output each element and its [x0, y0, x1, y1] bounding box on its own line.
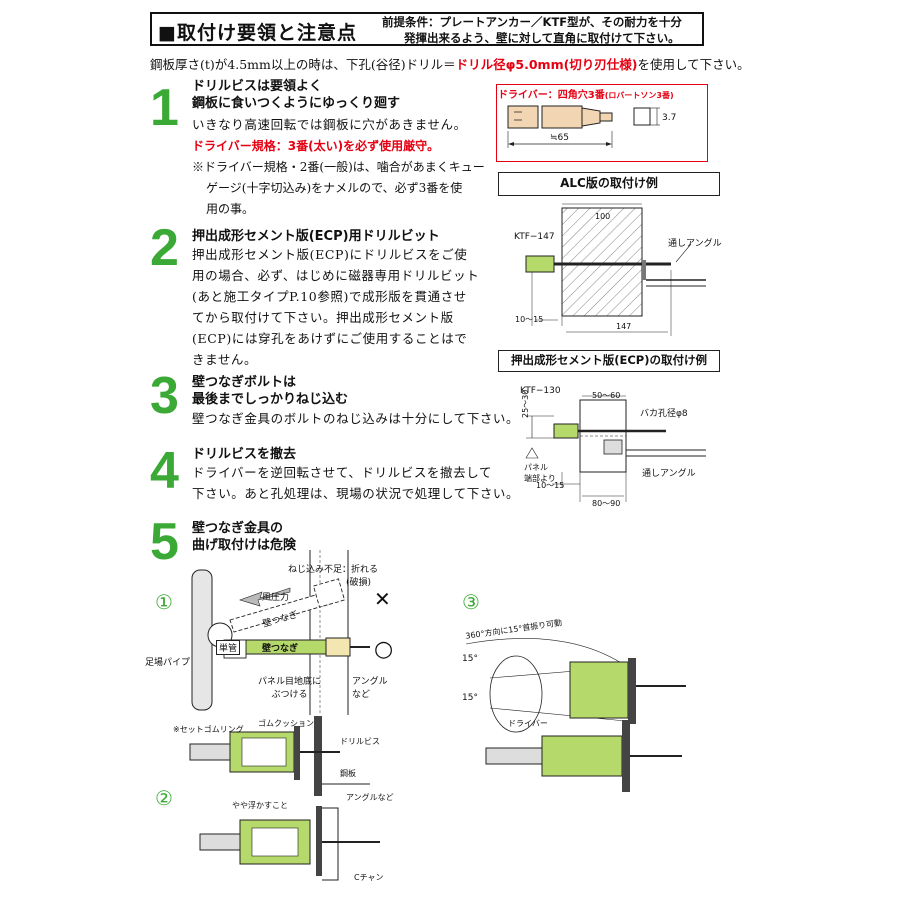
alc-angle-label: 通しアングル: [668, 239, 722, 249]
figure-1-kabetsunagi-label: 壁つなぎ: [262, 644, 299, 654]
figure-1-good-mark: ○: [374, 637, 393, 662]
figure-2-cushion-label: ゴムクッション: [258, 719, 314, 728]
step-1-heading-line-2: 鋼板に食いつくようにゆっくり廻す: [192, 96, 401, 111]
step-5-number: 5: [150, 513, 179, 571]
step-3-heading: 壁つなぎボルトは 最後までしっかりねじ込む: [192, 374, 348, 408]
step-3-heading-line-2: 最後までしっかりねじ込む: [192, 392, 349, 407]
figure-2-drillbis-label: ドリルビス: [340, 737, 380, 746]
premise-line-1: 前提条件：プレートアンカー／KTF型が、その耐力を十分: [382, 15, 682, 29]
figure-3-deg-top: 15°: [462, 654, 478, 664]
step-2-line-3: (あと施工タイプP.10参照)で成形版を貫通させ: [192, 289, 467, 304]
premise-line-2: 発揮出来るよう、壁に対して直角に取付けて下さい。: [404, 31, 680, 45]
intro-line: 鋼板厚さ(t)が4.5mm以上の時は、下孔(谷径)ドリル＝ドリル径φ5.0mm(…: [150, 54, 750, 73]
figure-1-insufficient-line-1: ねじ込み不足：折れる: [288, 565, 379, 575]
driver-spec-title: ドライバー：四角穴3番(ロバートソン3番): [498, 86, 674, 101]
step-2-heading: 押出成形セメント版(ECP)用ドリルビット: [192, 229, 440, 244]
step-4-heading: ドリルビスを撤去: [192, 447, 297, 462]
ecp-section-title: 押出成形セメント版(ECP)の取付け例: [498, 350, 720, 372]
alc-dim-100: 100: [595, 212, 611, 221]
step-2-line-1: 押出成形セメント版(ECP)にドリルビスをご使: [192, 247, 468, 262]
figure-1-number: ①: [155, 590, 173, 614]
driver-length-dim: ≒65: [550, 133, 570, 143]
step-3-body: 壁つなぎ金具のボルトのねじ込みは十分にして下さい。: [192, 411, 520, 426]
step-1-note-line-2: ゲージ(十字切込み)をナメルので、必ず3番を使: [206, 181, 463, 195]
intro-drill-spec: ドリル径φ5.0mm(切り刃仕様): [455, 57, 638, 72]
intro-text-after: を使用して下さい。: [637, 57, 750, 72]
step-4-line-2: 下さい。あと孔処理は、現場の状況で処理して下さい。: [192, 486, 520, 501]
header-box: [150, 12, 704, 46]
page-title: ■取付け要領と注意点: [158, 22, 357, 44]
figure-2-diagram: [189, 716, 380, 881]
ecp-dim-50-60: 50〜60: [592, 391, 621, 400]
step-5-heading-line-2: 曲げ取付けは危険: [192, 538, 297, 553]
step-1-note-line-1: ※ドライバー規格・2番(一般)は、噛合があまくキュー: [192, 160, 485, 174]
figure-1-insufficient-line-2: (破損): [346, 578, 372, 588]
alc-dim-147: 147: [616, 322, 632, 331]
step-2-number: 2: [150, 219, 179, 277]
figure-3-number: ③: [462, 590, 480, 614]
alc-section-title: ALC版の取付け例: [498, 172, 720, 196]
step-1-driver-spec: ドライバー規格：3番(太い)を必ず使用厳守。: [192, 139, 440, 153]
figure-3-deg-bottom: 15°: [462, 693, 478, 703]
step-5-heading: 壁つなぎ金具の 曲げ取付けは危険: [192, 520, 296, 554]
step-5-heading-line-1: 壁つなぎ金具の: [192, 521, 284, 536]
driver-spec-title-sub: (ロバートソン3番): [604, 91, 674, 100]
step-2-line-6: きません。: [192, 352, 258, 367]
ecp-installation-diagram: [525, 395, 706, 502]
intro-text-before: 鋼板厚さ(t)が4.5mm以上の時は、下孔(谷径)ドリル＝: [150, 57, 456, 72]
figure-1-panel-line-1: パネル目地底に: [258, 677, 322, 687]
step-1-number: 1: [150, 79, 179, 137]
premise-text: 前提条件：プレートアンカー／KTF型が、その耐力を十分 発揮出来るよう、壁に対し…: [382, 14, 682, 46]
figure-1-pipe-label: 足場パイプ: [145, 658, 191, 668]
step-4-line-1: ドライバーを逆回転させて、ドリルビスを撤去して: [192, 465, 493, 480]
figure-1-panel-label: パネル目地底に ぶつける: [258, 674, 321, 700]
figure-1-angle-label: アングル など: [352, 674, 388, 700]
step-1-heading-line-1: ドリルビスは要領よく: [192, 79, 323, 94]
ecp-angle-label: 通しアングル: [642, 469, 696, 479]
figure-3-diagram: [465, 638, 686, 792]
alc-ktf-label: KTF−147: [514, 232, 555, 242]
step-3-number: 3: [150, 367, 179, 425]
figure-2-float-label: やや浮かすこと: [232, 801, 288, 810]
figure-1-bad-mark: ✕: [374, 587, 391, 611]
ecp-panel-label: パネル 端部より: [524, 462, 556, 484]
figure-2-ring-label: ※セットゴムリング: [173, 725, 244, 734]
figure-1-panel-line-2: ぶつける: [271, 690, 308, 700]
step-2-body: 押出成形セメント版(ECP)にドリルビスをご使 用の場合、必ず、はじめに磁器専用…: [192, 244, 502, 370]
figure-2-angle-label: アングルなど: [346, 793, 394, 802]
step-2-line-5: (ECP)には穿孔をあけずにご使用することはで: [192, 331, 468, 346]
figure-1-wind-label: 風圧力: [262, 593, 290, 603]
alc-dim-10-15: 10〜15: [515, 315, 544, 324]
ecp-ktf-label: KTF−130: [520, 386, 561, 396]
figure-2-steel-label: 鋼板: [340, 769, 356, 778]
figure-3-driver-label: ドライバー: [508, 719, 548, 728]
step-4-body: ドライバーを逆回転させて、ドリルビスを撤去して 下さい。あと孔処理は、現場の状況…: [192, 462, 519, 504]
figure-2-channel-label: Cチャン: [354, 873, 384, 882]
step-1-heading: ドリルビスは要領よく 鋼板に食いつくようにゆっくり廻す: [192, 78, 400, 112]
step-1-note-line-3: 用の事。: [206, 202, 255, 216]
ecp-hole-label: バカ孔径φ8: [640, 409, 688, 419]
driver-spec-box: [496, 84, 708, 162]
driver-bit-drawing: [507, 105, 660, 148]
ecp-panel-line-2: 端部より: [524, 474, 556, 483]
step-1-body: いきなり高速回転では鋼板に穴があきません。 ドライバー規格：3番(太い)を必ず使…: [192, 114, 492, 220]
driver-spec-title-main: ドライバー：四角穴3番: [498, 90, 605, 101]
figure-1-tankan-label: 単管: [216, 640, 241, 655]
figure-1-insufficient-label: ねじ込み不足：折れる (破損): [288, 562, 378, 588]
figure-1-angle-line-2: など: [352, 690, 371, 700]
step-2-line-4: てから取付けて下さい。押出成形セメント版: [192, 310, 454, 325]
figure-2-number: ②: [155, 786, 173, 810]
driver-square-dim: 3.7: [662, 113, 677, 123]
step-3-heading-line-1: 壁つなぎボルトは: [192, 375, 297, 390]
ecp-dim-80-90: 80〜90: [592, 499, 621, 508]
alc-installation-diagram: [525, 203, 706, 336]
ecp-panel-line-1: パネル: [524, 463, 548, 472]
step-4-number: 4: [150, 442, 179, 500]
step-2-line-2: 用の場合、必ず、はじめに磁器専用ドリルビット: [192, 268, 480, 283]
ecp-dim-10-15: 10〜15: [536, 481, 565, 490]
figure-1-angle-line-1: アングル: [352, 677, 388, 687]
ecp-dim-25-30: 25〜30: [521, 389, 530, 418]
step-1-body-text: いきなり高速回転では鋼板に穴があきません。: [192, 117, 467, 132]
